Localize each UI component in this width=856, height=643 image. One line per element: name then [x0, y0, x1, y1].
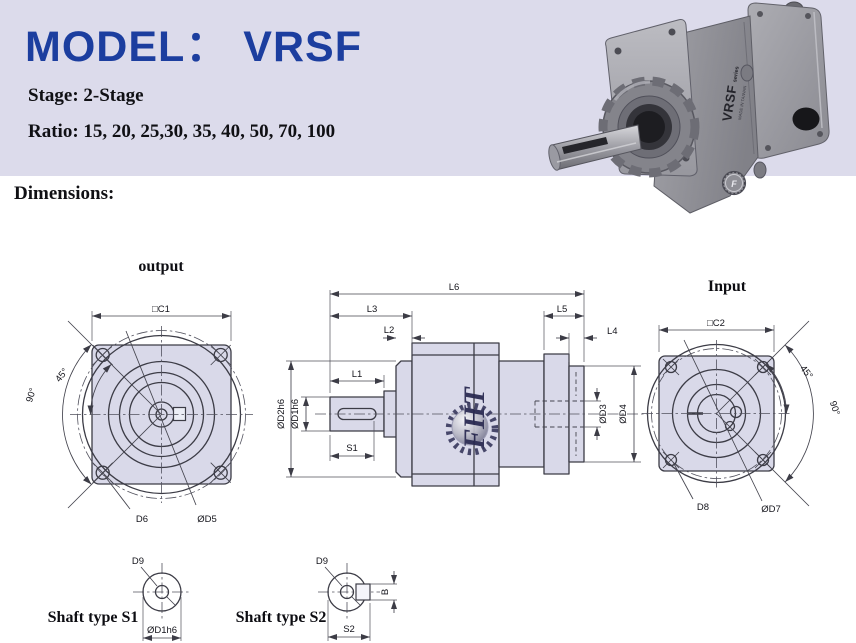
- s2-bore-circle: [339, 584, 355, 600]
- l1-label: L1: [352, 369, 363, 380]
- dimension-drawings: output 90° 45°: [24, 258, 842, 641]
- shaft-s1-title: Shaft type S1: [48, 609, 139, 626]
- ring-highlight: [613, 80, 651, 101]
- side-view: FHT L6 L3 L5 L2 L4 L1 S1: [276, 282, 648, 487]
- flange-screw-holes: [757, 11, 823, 151]
- d4-label: ØD4: [618, 404, 629, 424]
- input-angle-45-label: 45°: [797, 363, 815, 381]
- s1-d1h6-label: ØD1h6: [147, 625, 177, 636]
- d2h6-label: ØD2h6: [276, 399, 287, 429]
- l6-label: L6: [449, 282, 460, 293]
- photo-series-suffix: series: [732, 66, 740, 83]
- product-photo: VRSF series MADE IN TAIWAN F: [548, 1, 830, 214]
- flange-edge-highlight: [813, 11, 823, 129]
- output-keyway-square: [172, 406, 187, 422]
- side-output-plate: [395, 360, 413, 478]
- input-view-title: Input: [708, 278, 747, 295]
- s2-d9-label: D9: [316, 556, 328, 567]
- shaft-type-s2: Shaft type S2 D9 B S2: [236, 556, 397, 641]
- photo-rear-flange: [747, 2, 830, 159]
- output-c1-label: □C1: [152, 304, 170, 315]
- fht-watermark-text: FHT: [458, 386, 491, 450]
- body-boss-top: [740, 64, 754, 82]
- input-d8-label: D8: [697, 502, 709, 513]
- output-leaders: ØD5 D6: [103, 330, 217, 525]
- input-angle-90-label: 90°: [827, 400, 842, 417]
- input-c2-dimension: □C2: [658, 318, 775, 352]
- shaft-s2-title: Shaft type S2: [236, 609, 327, 626]
- output-angle-90-label: 90°: [24, 387, 39, 404]
- input-leaders: ØD7 D8: [672, 339, 781, 515]
- side-hidden-bore: [534, 400, 584, 428]
- side-diameter-dimensions: ØD2h6 ØD1h6 ØD3 ØD4: [276, 360, 641, 478]
- s1-d9-label: D9: [132, 556, 144, 567]
- clamp-ring: [598, 76, 700, 178]
- body-crease: [743, 21, 755, 155]
- s1-bore-circle: [154, 584, 170, 600]
- gearbox-photo: VRSF series MADE IN TAIWAN F: [548, 1, 830, 214]
- d3-label: ØD3: [598, 404, 609, 424]
- side-length-dimensions: L6 L3 L5 L2 L4 L1 S1: [329, 282, 618, 461]
- s1-shaft-circle: [142, 572, 182, 612]
- l2-label: L2: [384, 325, 395, 336]
- shaft-type-s1: Shaft type S1 D9 ØD1h6: [48, 556, 191, 641]
- output-view-title: output: [138, 258, 184, 275]
- dimensions-heading: Dimensions:: [14, 183, 115, 204]
- side-view-body: [315, 342, 648, 487]
- photo-origin-text: MADE IN TAIWAN: [737, 85, 747, 120]
- body-boss-bottom: [753, 161, 767, 179]
- output-d6-label: D6: [136, 514, 148, 525]
- output-view: output 90° 45°: [24, 258, 253, 525]
- input-angle-dimensions: 45° 90°: [716, 320, 842, 507]
- side-main-housing: [411, 342, 500, 487]
- page-title: MODEL： VRSF: [25, 12, 362, 74]
- ratio-line: Ratio: 15, 20, 25,30, 35, 40, 50, 70, 10…: [28, 121, 336, 142]
- input-small-hole-1: [729, 405, 743, 419]
- s2-b-label: B: [380, 589, 391, 595]
- l5-label: L5: [557, 304, 568, 315]
- s2-span-label: S2: [343, 624, 355, 635]
- fht-watermark: FHT: [445, 386, 499, 456]
- input-view: Input 45° 90°: [642, 278, 842, 515]
- output-d5-label: ØD5: [197, 514, 217, 525]
- d1h6-label: ØD1h6: [290, 399, 301, 429]
- photo-series-text: VRSF: [719, 84, 740, 123]
- photo-bore-hole: [792, 107, 820, 131]
- output-c1-dimension: □C1: [91, 304, 232, 341]
- model-value: VRSF: [243, 23, 362, 71]
- l4-label: L4: [607, 326, 618, 337]
- input-c2-label: □C2: [707, 318, 725, 329]
- input-d7-label: ØD7: [761, 504, 781, 515]
- photo-logo-emblem: F: [721, 170, 747, 196]
- l3-label: L3: [367, 304, 378, 315]
- photo-logo-letter: F: [731, 179, 737, 189]
- photo-series-label: VRSF series: [719, 66, 741, 123]
- photo-origin-label: MADE IN TAIWAN: [737, 85, 747, 120]
- s2-key-block: [355, 583, 371, 601]
- output-shaft-photo: [548, 124, 642, 171]
- s1-label: S1: [346, 443, 358, 454]
- shaft-keyway-slot: [562, 137, 608, 154]
- model-label: MODEL：: [25, 23, 230, 71]
- stage-line: Stage: 2-Stage: [28, 85, 144, 106]
